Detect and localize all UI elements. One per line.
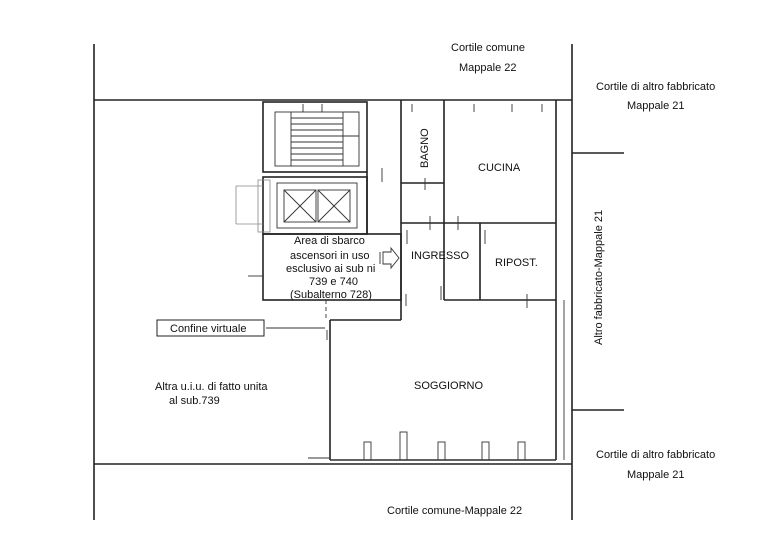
landing-label-line-3: esclusivo ai sub ni <box>286 263 375 275</box>
apartment-walls <box>329 100 565 461</box>
other-building-courtyard-bottom-1: Cortile di altro fabbricato <box>596 449 715 461</box>
room-label-bagno: BAGNO <box>419 128 431 168</box>
other-unit-label-1: Altra u.i.u. di fatto unita <box>155 381 268 393</box>
room-label-cucina: CUCINA <box>478 162 521 174</box>
virtual-border-box <box>156 319 265 337</box>
elevators <box>235 176 368 235</box>
other-building-vertical-label: Altro fabbricato-Mappale 21 <box>593 210 605 345</box>
site-boundaries <box>93 44 624 520</box>
entrance-arrow <box>379 246 400 270</box>
landing-label-line-4: 739 e 740 <box>309 276 358 288</box>
stairwell <box>262 101 368 173</box>
courtyard-top-label-2: Mappale 22 <box>459 62 517 74</box>
courtyard-top-label-1: Cortile comune <box>451 42 525 54</box>
landing-label-line-2: ascensori in uso <box>290 250 370 262</box>
windows <box>308 431 556 461</box>
landing-area-label: Area di sbarco ascensori in uso esclusiv… <box>286 235 375 301</box>
landing-label-line-1: Area di sbarco <box>294 235 365 247</box>
other-building-courtyard-top-1: Cortile di altro fabbricato <box>596 81 715 93</box>
courtyard-bottom-label: Cortile comune-Mappale 22 <box>387 505 522 517</box>
landing-label-line-5: (Subalterno 728) <box>290 289 372 301</box>
other-unit-label-2: al sub.739 <box>169 395 220 407</box>
room-label-ingresso: INGRESSO <box>411 250 470 262</box>
room-label-ripost: RIPOST. <box>495 257 538 269</box>
other-building-courtyard-bottom-2: Mappale 21 <box>627 469 685 481</box>
room-label-soggiorno: SOGGIORNO <box>414 380 484 392</box>
virtual-border-label: Confine virtuale <box>170 323 246 335</box>
door-openings <box>405 104 543 308</box>
other-building-courtyard-top-2: Mappale 21 <box>627 100 685 112</box>
virtual-border-line <box>266 300 328 340</box>
